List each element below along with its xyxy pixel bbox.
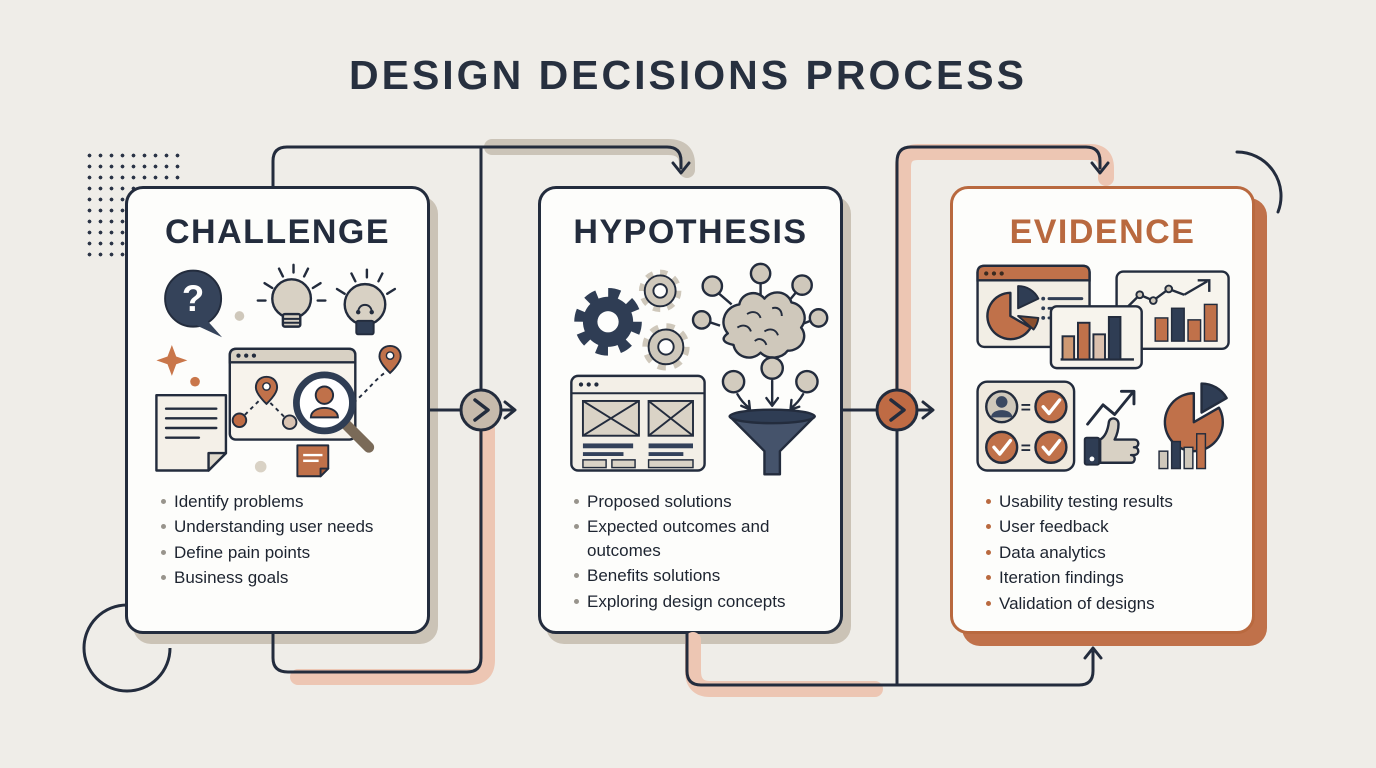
note-document-icon bbox=[155, 393, 228, 472]
question-bubble-icon: ? bbox=[164, 269, 223, 338]
evidence-icons: = = bbox=[976, 264, 1230, 472]
sticky-note-icon bbox=[296, 444, 330, 478]
bullet-item: Define pain points bbox=[160, 541, 411, 564]
brain-network-icon bbox=[691, 262, 829, 359]
mini-bars-icon bbox=[1158, 433, 1207, 470]
bullet-item: Expected outcomes and outcomes bbox=[573, 515, 824, 562]
funnel-icon bbox=[721, 356, 819, 476]
connector-top-left bbox=[271, 145, 683, 188]
arrowhead-right-2 bbox=[921, 400, 935, 420]
map-pin-icon bbox=[378, 344, 402, 375]
hypothesis-icons bbox=[570, 262, 829, 476]
bullet-item: Iteration findings bbox=[985, 566, 1236, 589]
svg-text:?: ? bbox=[182, 278, 204, 319]
chevron-circle-2-icon bbox=[875, 388, 919, 432]
gears-icon bbox=[574, 269, 690, 371]
dot-decoration bbox=[190, 376, 200, 387]
arrowhead-up-1 bbox=[1083, 646, 1103, 660]
hypothesis-bullet-list: Proposed solutions Expected outcomes and… bbox=[557, 490, 824, 613]
page-title: DESIGN DECISIONS PROCESS bbox=[348, 52, 1027, 98]
svg-text:=: = bbox=[1021, 398, 1031, 418]
bullet-item: Data analytics bbox=[985, 541, 1236, 564]
bullet-item: Proposed solutions bbox=[573, 490, 824, 513]
card-challenge: CHALLENGE ? bbox=[125, 186, 430, 634]
card-hypothesis-title: HYPOTHESIS bbox=[573, 213, 808, 251]
dot-decoration bbox=[254, 460, 267, 473]
bar-chart-card-icon bbox=[1049, 305, 1143, 370]
band-bottom-salmon bbox=[685, 632, 883, 697]
bullet-item: Exploring design concepts bbox=[573, 590, 824, 613]
card-evidence-title: EVIDENCE bbox=[1009, 213, 1196, 251]
arrowhead-down-2 bbox=[1090, 161, 1110, 175]
bullet-item: Understanding user needs bbox=[160, 515, 411, 538]
evidence-bullet-list: Usability testing results User feedback … bbox=[969, 490, 1236, 615]
arrowhead-down-1 bbox=[671, 161, 691, 175]
arrowhead-right-1 bbox=[503, 400, 517, 420]
connector-bottom-right bbox=[685, 632, 1095, 687]
card-evidence: EVIDENCE bbox=[950, 186, 1255, 634]
svg-text:=: = bbox=[1021, 438, 1031, 458]
thumbs-up-icon bbox=[1083, 417, 1140, 466]
band-top-sand bbox=[484, 139, 695, 178]
bullet-item: Business goals bbox=[160, 566, 411, 589]
dot-decoration bbox=[234, 311, 245, 321]
card-challenge-title: CHALLENGE bbox=[164, 213, 391, 251]
bullet-item: Usability testing results bbox=[985, 490, 1236, 513]
lightbulb-filament-icon bbox=[335, 268, 397, 336]
card-hypothesis: HYPOTHESIS bbox=[538, 186, 843, 634]
sparkle-icon bbox=[156, 344, 188, 376]
route-dashes bbox=[352, 371, 387, 404]
bullet-item: Validation of designs bbox=[985, 592, 1236, 615]
pie-chart-icon bbox=[1163, 382, 1228, 453]
bullet-item: User feedback bbox=[985, 515, 1236, 538]
lightbulb-icon bbox=[256, 263, 327, 328]
bullet-item: Identify problems bbox=[160, 490, 411, 513]
challenge-icons: ? bbox=[155, 263, 402, 478]
bullet-item: Benefits solutions bbox=[573, 564, 824, 587]
chevron-circle-1-icon bbox=[459, 388, 503, 432]
challenge-bullet-list: Identify problems Understanding user nee… bbox=[144, 490, 411, 590]
wireframe-icon bbox=[570, 374, 706, 472]
checklist-card-icon: = = bbox=[976, 380, 1076, 472]
